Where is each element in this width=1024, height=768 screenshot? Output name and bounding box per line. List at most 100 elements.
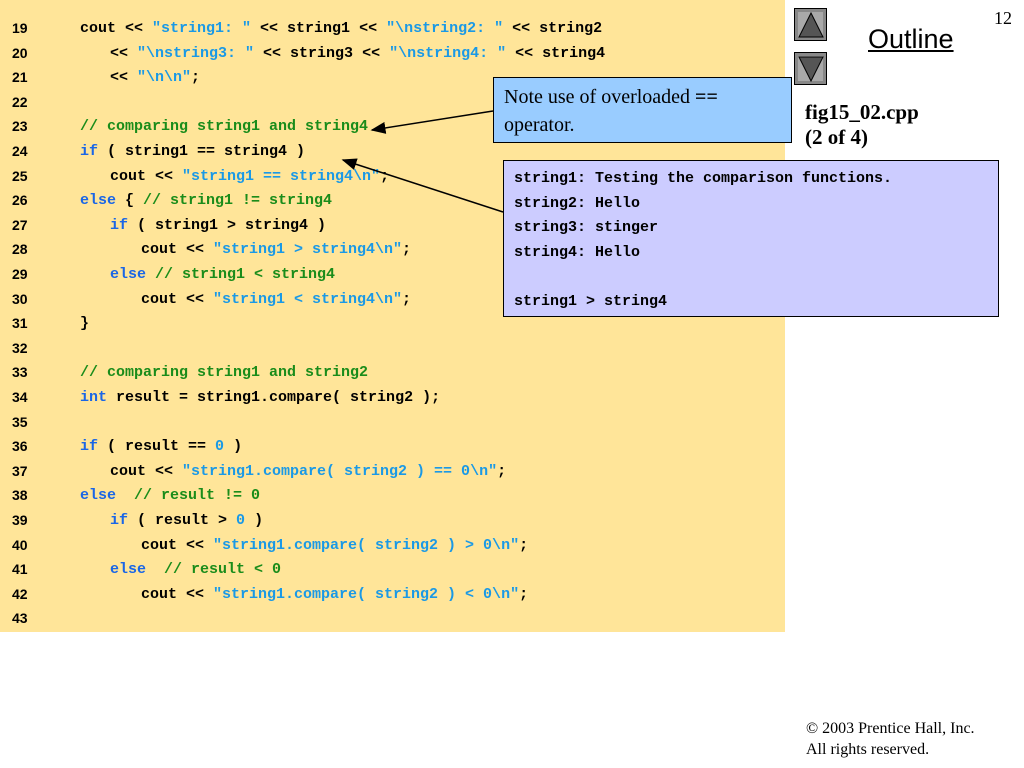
code-token: ( result == bbox=[98, 438, 216, 456]
code-token: << bbox=[110, 44, 138, 62]
code-line: 41 else // result < 0 bbox=[0, 561, 785, 585]
code-token: cout << bbox=[141, 241, 214, 259]
copyright-line-2: All rights reserved. bbox=[806, 741, 930, 758]
line-number: 41 bbox=[12, 561, 28, 578]
program-output: string1: Testing the comparison function… bbox=[503, 160, 999, 317]
code-token: << string1 << bbox=[251, 20, 387, 37]
code-text: cout << "string1: " << string1 << "\nstr… bbox=[80, 20, 602, 37]
line-number: 37 bbox=[12, 462, 28, 479]
output-line: string3: stinger bbox=[514, 219, 659, 236]
code-line: 32 bbox=[0, 340, 785, 364]
next-slide-button[interactable] bbox=[794, 52, 827, 85]
line-number: 27 bbox=[12, 216, 28, 233]
down-triangle-icon bbox=[798, 56, 824, 83]
code-token: else bbox=[110, 266, 147, 283]
code-token: cout << bbox=[110, 167, 183, 185]
code-line: 37 cout << "string1.compare( string2 ) ==… bbox=[0, 463, 785, 487]
code-line: 21<< "\n\n"; bbox=[0, 69, 785, 93]
code-line: 19 cout << "string1: " << string1 << "\ns… bbox=[0, 20, 785, 44]
code-token: else bbox=[110, 561, 147, 579]
code-token: cout << bbox=[80, 20, 153, 37]
code-token: << string2 bbox=[503, 20, 603, 37]
code-text: // comparing string1 and string4 bbox=[80, 118, 368, 135]
code-token: << bbox=[110, 69, 138, 87]
callout-operator: == bbox=[695, 86, 718, 108]
code-token: cout << bbox=[110, 462, 183, 480]
code-text: int result = string1.compare( string2 ); bbox=[80, 389, 440, 406]
code-line: 43 bbox=[0, 610, 785, 634]
line-number: 21 bbox=[12, 69, 28, 86]
code-token: "string1 > string4\n" bbox=[213, 241, 403, 259]
code-text: if ( string1 > string4 ) bbox=[110, 217, 326, 234]
code-token: "string1 < string4\n" bbox=[213, 290, 403, 308]
code-token: else bbox=[80, 487, 117, 505]
code-token: // result < 0 bbox=[164, 561, 282, 579]
line-number: 23 bbox=[12, 118, 28, 135]
code-token: "string1.compare( string2 ) < 0\n" bbox=[213, 585, 520, 603]
line-number: 28 bbox=[12, 241, 28, 258]
code-token: "\nstring2: " bbox=[386, 20, 504, 37]
code-token: cout << bbox=[141, 290, 214, 308]
code-token: ) bbox=[224, 438, 243, 456]
line-number: 39 bbox=[12, 512, 28, 528]
output-line: string2: Hello bbox=[514, 194, 641, 212]
line-number: 20 bbox=[12, 44, 28, 61]
output-line: string1 > string4 bbox=[514, 292, 668, 310]
code-token: ; bbox=[497, 462, 507, 480]
previous-slide-button[interactable] bbox=[794, 8, 827, 41]
line-number: 19 bbox=[12, 20, 28, 36]
code-text: cout << "string1 < string4\n"; bbox=[141, 291, 411, 308]
code-token: "string1: " bbox=[152, 20, 252, 37]
code-token: // comparing string1 and string4 bbox=[80, 118, 369, 136]
code-token: 0 bbox=[236, 512, 246, 529]
line-number: 29 bbox=[12, 266, 28, 282]
up-triangle-icon bbox=[798, 11, 824, 38]
code-token: // result != 0 bbox=[134, 487, 261, 505]
code-text: cout << "string1 > string4\n"; bbox=[141, 241, 411, 258]
code-text: cout << "string1 == string4\n"; bbox=[110, 168, 389, 185]
callout-text-2: operator. bbox=[504, 114, 575, 136]
code-token: << string3 << bbox=[254, 44, 390, 62]
code-token: // string1 != string4 bbox=[143, 192, 333, 210]
figure-label: fig15_02.cpp (2 of 4) bbox=[805, 100, 919, 150]
code-token: "\n\n" bbox=[137, 69, 192, 87]
code-line: 25 cout << "string1 == string4\n"; bbox=[0, 168, 785, 192]
code-token: ; bbox=[402, 290, 412, 308]
outline-link[interactable]: Outline bbox=[868, 24, 954, 54]
code-token: "string1 == string4\n" bbox=[182, 167, 381, 185]
line-number: 43 bbox=[12, 610, 28, 627]
code-token: } bbox=[80, 315, 90, 333]
code-line: 31} bbox=[0, 315, 785, 339]
code-token: ; bbox=[519, 536, 529, 554]
code-text: if ( result > 0 ) bbox=[110, 512, 263, 529]
copyright: © 2003 Prentice Hall, Inc. All rights re… bbox=[806, 718, 975, 760]
line-number: 22 bbox=[12, 93, 28, 110]
line-number: 25 bbox=[12, 167, 28, 184]
arrow-to-line-23 bbox=[370, 110, 494, 134]
code-token: "\nstring4: " bbox=[389, 44, 507, 62]
code-token: // comparing string1 and string2 bbox=[80, 364, 369, 382]
code-line: 23 // comparing string1 and string4 bbox=[0, 118, 785, 142]
code-token: ( string1 == string4 ) bbox=[98, 143, 306, 160]
line-number: 36 bbox=[12, 438, 28, 455]
code-token: ) bbox=[245, 512, 264, 529]
code-token: int bbox=[80, 389, 108, 406]
code-text: cout << "string1.compare( string2 ) > 0\… bbox=[141, 537, 528, 554]
figure-filename: fig15_02.cpp bbox=[805, 100, 919, 124]
code-token: "string1.compare( string2 ) == 0\n" bbox=[182, 462, 498, 480]
code-token: cout << bbox=[141, 536, 214, 554]
code-line: 20 << "\nstring3: " << string3 << "\nstri… bbox=[0, 45, 785, 69]
code-token: "\nstring3: " bbox=[137, 44, 255, 62]
line-number: 38 bbox=[12, 487, 28, 504]
code-token: ( result > bbox=[128, 512, 237, 529]
code-text: if ( result == 0 ) bbox=[80, 438, 242, 455]
slide-number: 12 bbox=[994, 8, 1012, 28]
code-token: result = string1.compare( string2 ); bbox=[107, 389, 441, 406]
code-text: } bbox=[80, 315, 89, 332]
code-line: 38 else // result != 0 bbox=[0, 487, 785, 511]
